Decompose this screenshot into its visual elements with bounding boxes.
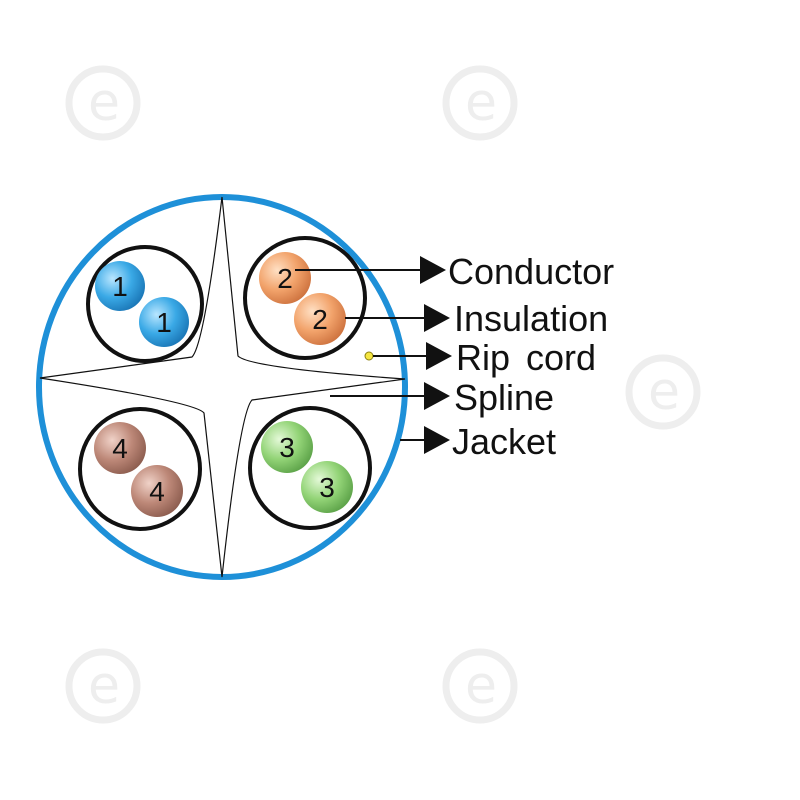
pair-1: 1 1 [86, 245, 204, 363]
pair-1-conductor-a [95, 261, 145, 311]
pair-4-conductor-a [94, 422, 146, 474]
callout-conductor [295, 256, 446, 284]
callout-rip-cord [373, 342, 452, 370]
pair-4-number-b: 4 [149, 476, 165, 507]
watermark-logo: e [65, 65, 141, 141]
pair-3-number-a: 3 [279, 432, 295, 463]
svg-text:e: e [648, 362, 680, 422]
pair-3-conductor-a [261, 421, 313, 473]
label-jacket: Jacket [452, 421, 556, 462]
pair-4-insulation-ring [78, 407, 202, 531]
pair-1-number-a: 1 [112, 271, 128, 302]
pair-2: 2 2 [243, 236, 367, 360]
arrow-right-icon [420, 256, 446, 284]
label-conductor: Conductor [448, 251, 614, 292]
label-insulation: Insulation [454, 298, 608, 339]
pair-4-conductor-b [131, 465, 183, 517]
pair-3: 3 3 [248, 406, 372, 530]
svg-text:e: e [465, 73, 497, 133]
callout-jacket [400, 426, 450, 454]
label-rip-cord: Rip cord [456, 337, 596, 378]
pair-2-conductor-a [259, 252, 311, 304]
watermark-logo: e [442, 648, 518, 724]
arrow-right-icon [424, 382, 450, 410]
watermark-logo: e [625, 354, 701, 430]
spline-cross [39, 196, 406, 578]
pair-1-number-b: 1 [156, 307, 172, 338]
arrow-right-icon [426, 342, 452, 370]
label-spline: Spline [454, 377, 554, 418]
watermark-logo: e [65, 648, 141, 724]
pair-2-number-a: 2 [277, 263, 293, 294]
pair-3-conductor-b [301, 461, 353, 513]
pair-4: 4 4 [78, 407, 202, 531]
pair-1-conductor-b [139, 297, 189, 347]
svg-text:e: e [465, 656, 497, 716]
pair-2-number-b: 2 [312, 304, 328, 335]
svg-text:e: e [88, 656, 120, 716]
arrow-right-icon [424, 304, 450, 332]
pair-3-number-b: 3 [319, 472, 335, 503]
callout-insulation [345, 304, 450, 332]
callout-spline [330, 382, 450, 410]
pair-4-number-a: 4 [112, 433, 128, 464]
svg-text:e: e [88, 73, 120, 133]
pair-2-conductor-b [294, 293, 346, 345]
rip-cord-dot [364, 351, 374, 361]
watermark-logo: e [442, 65, 518, 141]
arrow-right-icon [424, 426, 450, 454]
